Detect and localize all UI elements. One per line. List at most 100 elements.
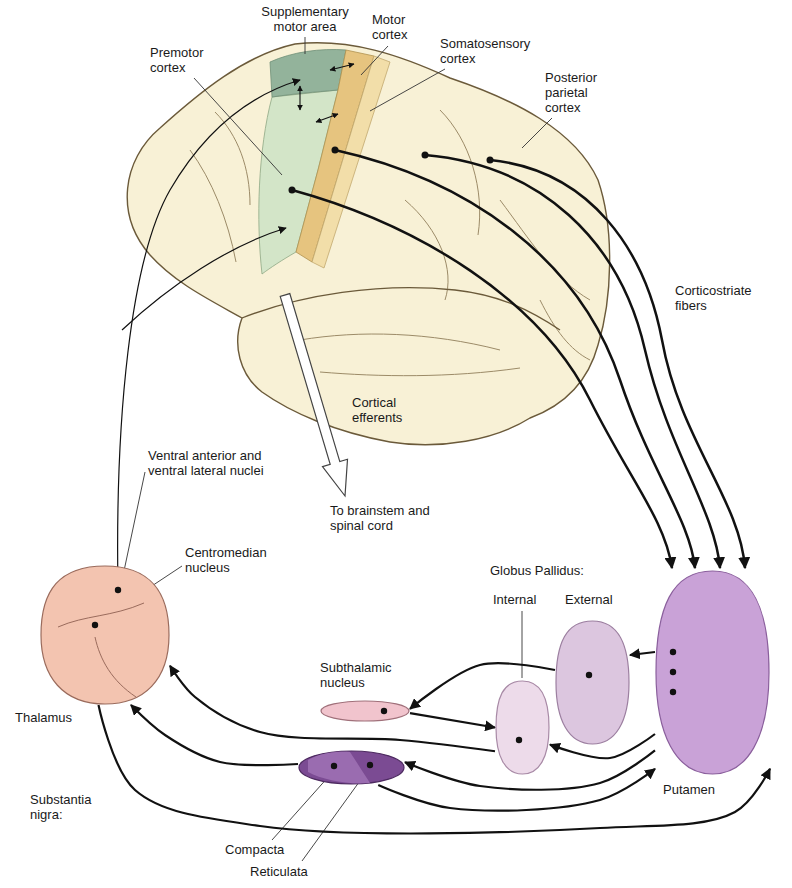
nucleus-body bbox=[656, 571, 769, 774]
fiber-arrow bbox=[425, 155, 720, 568]
structure-label: Subthalamic nucleus bbox=[320, 660, 410, 690]
sulcus bbox=[405, 200, 448, 300]
origin-dot bbox=[381, 708, 387, 714]
structure-label: Compacta bbox=[225, 842, 284, 857]
pathway-arrow bbox=[410, 713, 495, 727]
part-label: Centromedian nucleus bbox=[185, 545, 275, 575]
double-arrow bbox=[316, 114, 338, 122]
pathway-arrow bbox=[170, 666, 495, 751]
thalamocortical-arrow bbox=[118, 80, 300, 590]
nucleus-outline bbox=[555, 620, 630, 745]
leader-lines bbox=[99, 37, 552, 861]
leader-line bbox=[302, 778, 362, 861]
origin-dot bbox=[92, 622, 98, 628]
pathway-arrow bbox=[99, 705, 771, 833]
structure-label: Internal bbox=[493, 592, 536, 607]
nucleus-subdivision bbox=[308, 752, 370, 784]
supplementary-motor-area bbox=[270, 50, 346, 98]
part-label: Somatosensory cortex bbox=[440, 36, 540, 66]
nucleus-shape: Internal bbox=[495, 680, 550, 775]
nucleus-outline bbox=[40, 565, 170, 705]
sulcus bbox=[440, 110, 480, 235]
nucleus-shape: Thalamus bbox=[40, 565, 170, 705]
structure-label: Substantia nigra: bbox=[30, 792, 110, 822]
structure-label: Thalamus bbox=[15, 710, 72, 725]
part-label: To brainstem and spinal cord bbox=[330, 503, 430, 533]
sulcus bbox=[190, 150, 236, 262]
fiber-arrow bbox=[292, 190, 672, 568]
origin-dot bbox=[670, 669, 676, 675]
leader-line bbox=[522, 118, 552, 148]
double-arrow bbox=[299, 86, 300, 110]
structure-label: Reticulata bbox=[250, 864, 308, 879]
pathway-arrow bbox=[405, 750, 655, 789]
thalamocortical-arrow bbox=[122, 228, 286, 330]
fiber-arrow bbox=[490, 160, 745, 568]
nucleus-subdivision bbox=[95, 637, 136, 697]
leader-line bbox=[121, 472, 145, 585]
origin-dot bbox=[115, 587, 121, 593]
origin-dot bbox=[670, 689, 676, 695]
sulcus bbox=[320, 368, 520, 376]
part-label: Motor cortex bbox=[372, 12, 420, 42]
origin-dot bbox=[670, 649, 676, 655]
origin-dot bbox=[332, 147, 339, 154]
origin-dot bbox=[422, 152, 429, 159]
nucleus-outline bbox=[655, 570, 770, 775]
origin-dot bbox=[289, 187, 296, 194]
pathway-arrow bbox=[630, 652, 655, 655]
fiber-arrow bbox=[335, 150, 695, 568]
leader-line bbox=[361, 46, 388, 75]
nucleus-outline bbox=[298, 750, 405, 785]
part-label: Corticostriate fibers bbox=[675, 283, 770, 313]
nucleus-shape: Putamen bbox=[655, 570, 770, 775]
pathway-arrow bbox=[410, 663, 555, 709]
part-label: Posterior parietal cortex bbox=[545, 70, 607, 115]
leader-line bbox=[99, 566, 182, 621]
structure-label: Putamen bbox=[663, 782, 715, 797]
leader-line bbox=[305, 37, 306, 54]
sulcus bbox=[540, 300, 590, 360]
nucleus-shape: External bbox=[555, 620, 630, 745]
part-label: Globus Pallidus: bbox=[490, 563, 600, 578]
nucleus-shape: Subthalamic nucleus bbox=[320, 700, 410, 722]
brain-outline bbox=[127, 43, 609, 445]
structure-label: External bbox=[565, 592, 613, 607]
part-label: Ventral anterior and ventral lateral nuc… bbox=[148, 448, 273, 478]
origin-dot bbox=[586, 672, 592, 678]
leader-line bbox=[194, 78, 282, 175]
nucleus-body bbox=[556, 621, 629, 744]
origin-dot bbox=[487, 157, 494, 164]
origin-dot bbox=[367, 762, 373, 768]
sulcus bbox=[300, 334, 500, 350]
pathway-arrow bbox=[378, 769, 655, 811]
part-label: Supplementary motor area bbox=[255, 4, 355, 34]
nucleus-outline bbox=[495, 680, 550, 775]
part-label: Premotor cortex bbox=[150, 45, 210, 75]
corticostriate-fibers bbox=[292, 150, 745, 568]
cortical-dots bbox=[289, 147, 494, 194]
pathway-arrow bbox=[131, 705, 298, 765]
leader-line bbox=[370, 69, 445, 111]
nucleus-shape: Substantia nigra:CompactaReticulata bbox=[298, 750, 405, 785]
efferent-arrow bbox=[280, 294, 347, 496]
origin-dot bbox=[516, 737, 522, 743]
leader-line bbox=[522, 611, 523, 678]
nucleus-body bbox=[496, 681, 549, 774]
pathway-arrow bbox=[550, 734, 655, 758]
origin-dot bbox=[331, 763, 337, 769]
double-arrow bbox=[330, 64, 354, 70]
intercortical-arrows bbox=[300, 64, 354, 122]
part-label: Cortical efferents bbox=[352, 395, 422, 425]
nucleus-body bbox=[299, 751, 404, 784]
thalamocortical-fibers bbox=[118, 80, 300, 590]
nucleus-outline bbox=[320, 700, 410, 722]
brain-sulci bbox=[190, 110, 590, 376]
sulcus bbox=[500, 200, 590, 300]
nucleus-body bbox=[321, 701, 409, 721]
